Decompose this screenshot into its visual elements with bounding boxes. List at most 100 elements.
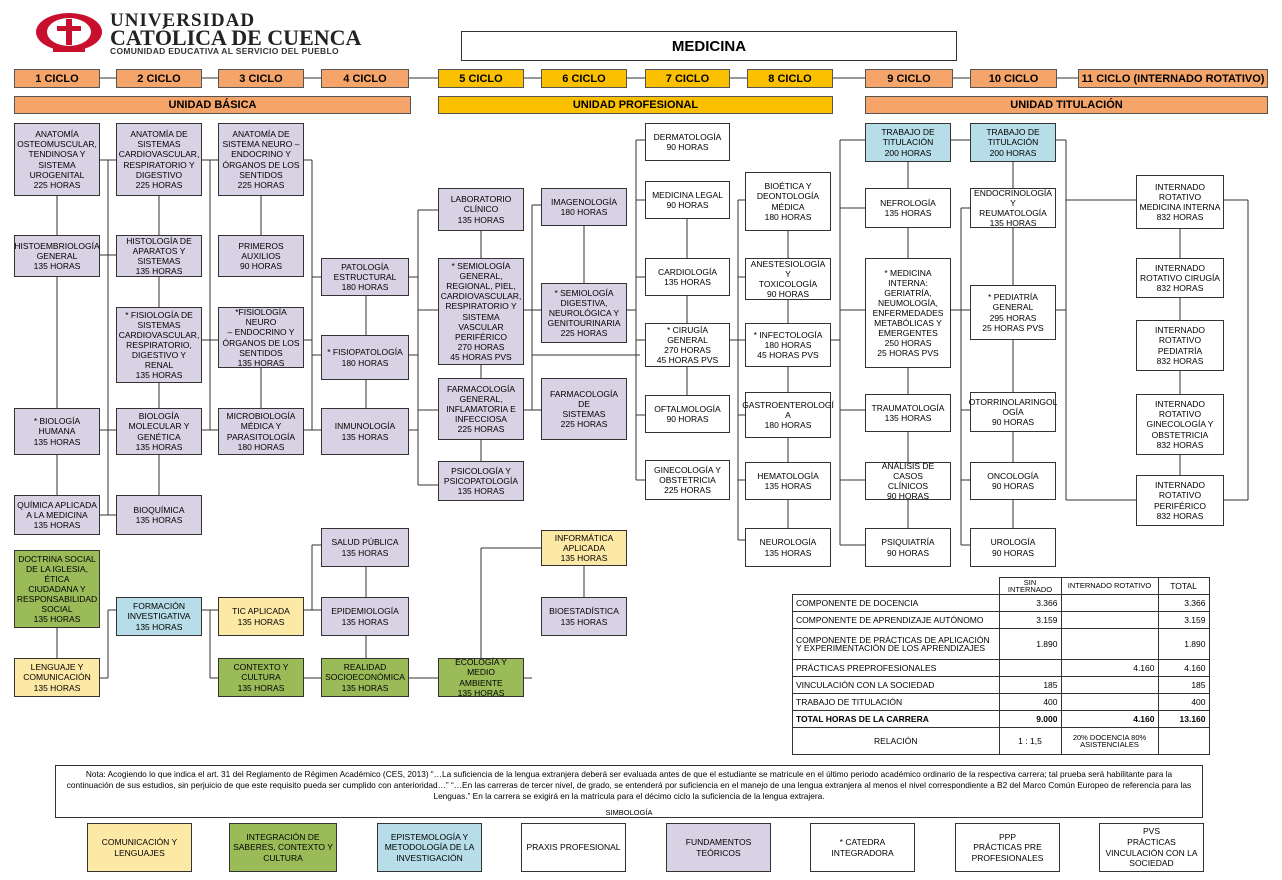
table-cell: COMPONENTE DE APRENDIZAJE AUTÓNOMO	[792, 611, 1000, 629]
table-cell: COMPONENTE DE PRÁCTICAS DE APLICACIÓN Y …	[792, 628, 1000, 660]
table-cell: 13.160	[1157, 710, 1210, 728]
table-cell	[1060, 676, 1159, 694]
course-internado-periferico: INTERNADO ROTATIVO PERIFÉRICO 832 HORAS	[1136, 475, 1224, 526]
course-neurologia: NEUROLOGÍA 135 HORAS	[745, 528, 831, 567]
course-endocrinologia: ENDOCRINOLOGÍA Y REUMATOLOGÍA 135 HORAS	[970, 188, 1056, 228]
course-patologia: PATOLOGÍA ESTRUCTURAL 180 HORAS	[321, 258, 409, 296]
course-bioetica: BIOÉTICA Y DEONTOLOGÍA MÉDICA 180 HORAS	[745, 172, 831, 231]
course-histologia: HISTOLOGÍA DE APARATOS Y SISTEMAS 135 HO…	[116, 235, 202, 277]
course-gastroenterologia: GASTROENTEROLOGÍ A 180 HORAS	[742, 392, 834, 438]
cycle-8: 8 CICLO	[747, 69, 833, 88]
table-cell: 20% DOCENCIA 80% ASISTENCIALES	[1060, 727, 1159, 755]
course-anatomia-sistemas: ANATOMÍA DE SISTEMAS CARDIOVASCULAR, RES…	[116, 123, 202, 196]
course-realidad-socioeconomica: REALIDAD SOCIOECONÓMICA 135 HORAS	[321, 658, 409, 697]
table-cell: 185	[998, 676, 1062, 694]
course-urologia: UROLOGÍA 90 HORAS	[970, 528, 1056, 567]
course-epidemiologia: EPIDEMIOLOGÍA 135 HORAS	[321, 597, 409, 636]
course-oncologia: ONCOLOGÍA 90 HORAS	[970, 462, 1056, 500]
course-nefrologia: NEFROLOGÍA 135 HORAS	[865, 188, 951, 228]
legend-ppp: PPP PRÁCTICAS PRE PROFESIONALES	[955, 823, 1060, 872]
cycle-11: 11 CICLO (INTERNADO ROTATIVO)	[1078, 69, 1268, 88]
table-header: INTERNADO ROTATIVO	[1060, 577, 1159, 595]
course-biologia-humana: * BIOLOGÍA HUMANA 135 HORAS	[14, 408, 100, 455]
course-anatomia-neuro: ANATOMÍA DE SISTEMA NEURO – ENDOCRINO Y …	[218, 123, 304, 196]
course-analisis-casos: ANÁLISIS DE CASOS CLÍNICOS 90 HORAS	[865, 461, 951, 501]
course-semiologia-general: * SEMIOLOGÍA GENERAL, REGIONAL, PIEL, CA…	[438, 258, 524, 365]
table-cell: TRABAJO DE TITULACIÓN	[792, 693, 1000, 711]
table-cell: TOTAL HORAS DE LA CARRERA	[792, 710, 1000, 728]
course-trabajo-titulacion-9: TRABAJO DE TITULACIÓN 200 HORAS	[865, 123, 951, 162]
crest-icon	[36, 13, 102, 52]
table-cell: 3.366	[1157, 594, 1210, 612]
unit-profesional: UNIDAD PROFESIONAL	[438, 96, 833, 114]
course-quimica: QUÍMICA APLICADA A LA MEDICINA 135 HORAS	[14, 495, 100, 535]
table-cell: 1.890	[998, 628, 1062, 660]
course-infectologia: * INFECTOLOGÍA 180 HORAS 45 HORAS PVS	[745, 323, 831, 367]
course-primeros-auxilios: PRIMEROS AUXILIOS 90 HORAS	[218, 235, 304, 277]
course-fisiologia-neuro: *FISIOLOGÍA NEURO – ENDOCRINO Y ÓRGANOS …	[218, 307, 304, 368]
table-row-total: TOTAL HORAS DE LA CARRERA 9.000 4.160 13…	[792, 710, 1210, 728]
course-internado-ginecologia: INTERNADO ROTATIVO GINECOLOGÍA Y OBSTETR…	[1136, 394, 1224, 455]
course-medicina-legal: MEDICINA LEGAL 90 HORAS	[645, 181, 730, 219]
course-dermatologia: DERMATOLOGÍA 90 HORAS	[645, 123, 730, 161]
table-cell: RELACIÓN	[792, 727, 1000, 755]
cycle-5: 5 CICLO	[438, 69, 524, 88]
table-row: RELACIÓN 1 : 1,5 20% DOCENCIA 80% ASISTE…	[792, 727, 1210, 755]
course-ginecologia: GINECOLOGÍA Y OBSTETRICIA 225 HORAS	[645, 460, 730, 500]
course-anestesiologia: ANESTESIOLOGÍA Y TOXICOLOGÍA 90 HORAS	[745, 258, 831, 300]
course-psiquiatria: PSIQUIATRÍA 90 HORAS	[865, 528, 951, 567]
table-header: TOTAL	[1157, 577, 1210, 595]
table-row: COMPONENTE DE PRÁCTICAS DE APLICACIÓN Y …	[792, 628, 1210, 660]
table-row: TRABAJO DE TITULACIÓN 400 400	[792, 693, 1210, 711]
course-cardiologia: CARDIOLOGÍA 135 HORAS	[645, 258, 730, 296]
course-salud-publica: SALUD PÚBLICA 135 HORAS	[321, 528, 409, 567]
university-name-line1: UNIVERSIDAD	[110, 10, 256, 31]
cycle-4: 4 CICLO	[321, 69, 409, 88]
course-ecologia: ECOLOGÍA Y MEDIO AMBIENTE 135 HORAS	[438, 657, 524, 698]
table-cell: 1.890	[1157, 628, 1210, 660]
unit-basica: UNIDAD BÁSICA	[14, 96, 411, 114]
legend-catedra: * CATEDRA INTEGRADORA	[810, 823, 915, 872]
legend-pvs: PVS PRÁCTICAS VINCULACIÓN CON LA SOCIEDA…	[1099, 823, 1204, 872]
table-cell: PRÁCTICAS PREPROFESIONALES	[792, 659, 1000, 677]
table-cell	[1060, 611, 1159, 629]
university-name-line2: CATÓLICA DE CUENCA	[110, 25, 362, 50]
table-cell	[1060, 628, 1159, 660]
course-hematologia: HEMATOLOGÍA 135 HORAS	[745, 462, 831, 500]
hours-summary-table: SIN INTERNADO INTERNADO ROTATIVO TOTAL C…	[792, 577, 1210, 755]
university-logo	[35, 10, 103, 54]
table-cell: VINCULACIÓN CON LA SOCIEDAD	[792, 676, 1000, 694]
table-cell: 3.159	[998, 611, 1062, 629]
table-row: PRÁCTICAS PREPROFESIONALES 4.160 4.160	[792, 659, 1210, 677]
course-contexto-cultura: CONTEXTO Y CULTURA 135 HORAS	[218, 658, 304, 697]
course-laboratorio: LABORATORIO CLÍNICO 135 HORAS	[438, 188, 524, 231]
table-cell	[998, 659, 1062, 677]
cycle-10: 10 CICLO	[970, 69, 1057, 88]
course-internado-pediatria: INTERNADO ROTATIVO PEDIATRÍA 832 HORAS	[1136, 320, 1224, 371]
table-header: SIN INTERNADO	[998, 577, 1062, 595]
course-lenguaje: LENGUAJE Y COMUNICACIÓN 135 HORAS	[14, 658, 100, 697]
table-cell	[1157, 727, 1210, 755]
course-trabajo-titulacion-10: TRABAJO DE TITULACIÓN 200 HORAS	[970, 123, 1056, 162]
table-row: VINCULACIÓN CON LA SOCIEDAD 185 185	[792, 676, 1210, 694]
table-cell	[1060, 693, 1159, 711]
table-cell: 1 : 1,5	[998, 727, 1062, 755]
course-biologia-molecular: BIOLOGÍA MOLECULAR Y GENÉTICA 135 HORAS	[116, 408, 202, 455]
table-row: COMPONENTE DE APRENDIZAJE AUTÓNOMO 3.159…	[792, 611, 1210, 629]
university-tagline: COMUNIDAD EDUCATIVA AL SERVICIO DEL PUEB…	[110, 46, 339, 56]
table-cell: 400	[1157, 693, 1210, 711]
course-histoembriologia: HISTOEMBRIOLOGÍA GENERAL 135 HORAS	[14, 235, 100, 277]
table-row: COMPONENTE DE DOCENCIA 3.366 3.366	[792, 594, 1210, 612]
cycle-2: 2 CICLO	[116, 69, 202, 88]
course-inmunologia: INMUNOLOGÍA 135 HORAS	[321, 408, 409, 455]
legend-praxis: PRAXIS PROFESIONAL	[521, 823, 626, 872]
legend-integracion: INTEGRACIÓN DE SABERES, CONTEXTO Y CULTU…	[229, 823, 337, 872]
course-traumatologia: TRAUMATOLOGÍA 135 HORAS	[865, 394, 951, 432]
course-oftalmologia: OFTALMOLOGÍA 90 HORAS	[645, 395, 730, 433]
course-internado-cirugia: INTERNADO ROTATIVO CIRUGÍA 832 HORAS	[1136, 258, 1224, 298]
legend-comunicacion: COMUNICACIÓN Y LENGUAJES	[87, 823, 192, 872]
table-header-row: SIN INTERNADO INTERNADO ROTATIVO TOTAL	[793, 577, 1210, 595]
course-doctrina-social: DOCTRINA SOCIAL DE LA IGLESIA, ÉTICA CIU…	[14, 550, 100, 628]
cycle-6: 6 CICLO	[541, 69, 627, 88]
course-imagenologia: IMAGENOLOGÍA 180 HORAS	[541, 188, 627, 226]
